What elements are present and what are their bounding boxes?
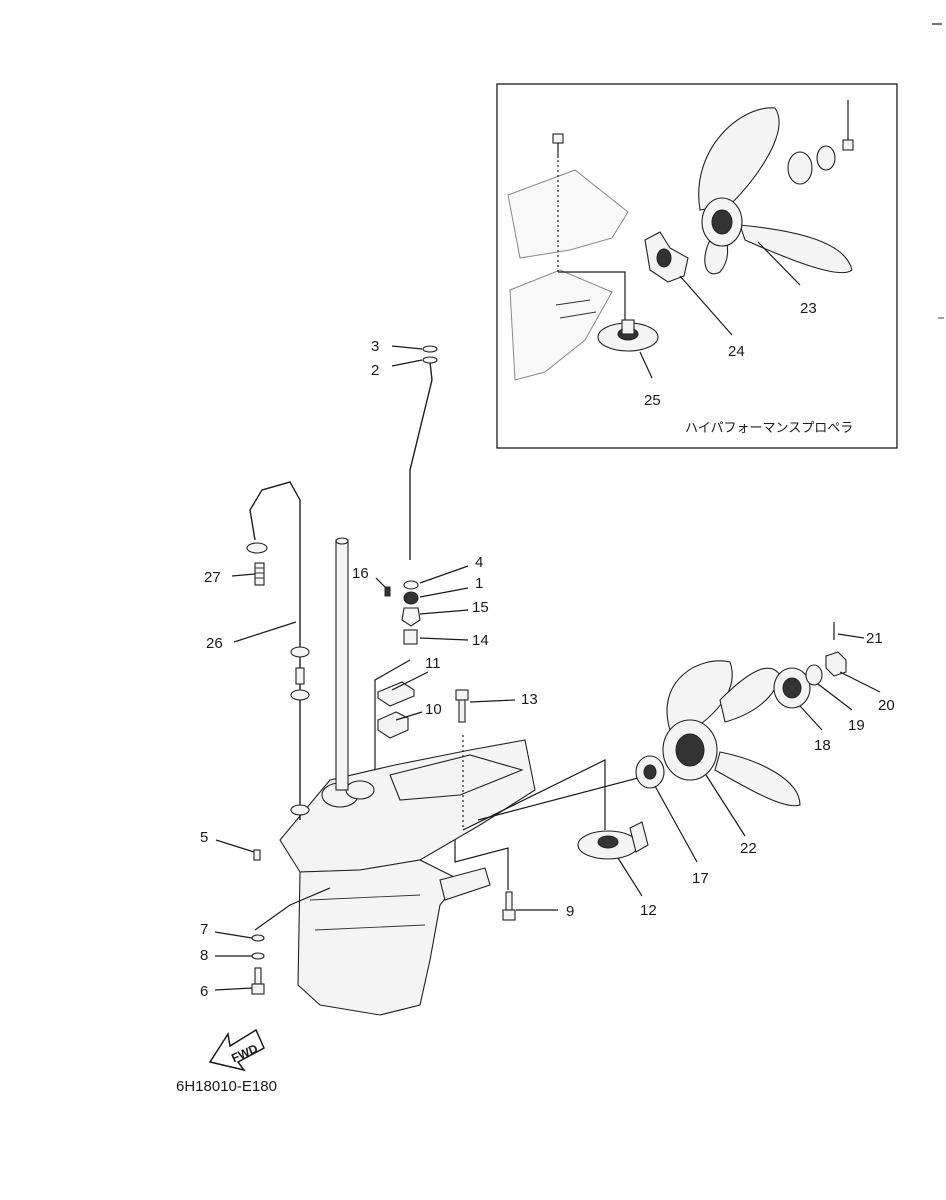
plate-11-icon	[376, 681, 416, 707]
inset-bolt-icon	[552, 133, 564, 158]
leader-lines	[214, 345, 881, 991]
label-9: 9	[566, 903, 574, 920]
grommet-27-icon	[254, 562, 265, 586]
shift-guide-path	[374, 659, 411, 770]
label-6: 6	[200, 983, 208, 1000]
label-16: 16	[352, 565, 369, 582]
label-18: 18	[814, 737, 831, 754]
inset-caption: ハイパフォーマンスプロペラ	[685, 421, 853, 436]
inset-nut-icon	[787, 100, 854, 185]
label-27: 27	[204, 569, 221, 586]
leader-25	[639, 351, 653, 379]
shift-parts-icon	[384, 580, 421, 645]
nut-20-icon	[825, 651, 847, 677]
shift-rod-icon	[409, 345, 438, 560]
label-25: 25	[644, 392, 661, 409]
bolt-13-icon	[455, 689, 469, 723]
label-22: 22	[740, 840, 757, 857]
inset-gearcase	[507, 169, 629, 381]
part-labels: 3 2 4 1 15 14 16 11 10 13 27 26 5 7 8 6 …	[200, 338, 895, 1000]
spacer-18-icon	[773, 667, 811, 709]
washer-7-icon	[251, 934, 265, 942]
bolt-9-icon	[502, 891, 516, 921]
bolt-9-guide	[454, 840, 509, 890]
washer-19-icon	[805, 664, 823, 686]
label-11: 11	[425, 655, 441, 672]
label-5: 5	[200, 829, 208, 846]
label-12: 12	[640, 902, 657, 919]
label-13: 13	[521, 691, 538, 708]
label-10: 10	[425, 701, 442, 718]
label-8: 8	[200, 947, 208, 964]
drive-shaft-icon	[335, 537, 349, 791]
label-21: 21	[866, 630, 883, 647]
label-14: 14	[472, 632, 489, 649]
pin-5-icon	[253, 849, 261, 861]
label-2: 2	[371, 362, 379, 379]
inset-guide-path	[558, 271, 626, 325]
lower-casing-icon	[279, 739, 536, 1016]
circlip-3-icon	[422, 345, 438, 353]
trim-tab-guide	[254, 887, 331, 931]
propeller-22-icon	[662, 660, 801, 807]
washer-17-icon	[635, 755, 665, 789]
bolt-6-icon	[251, 967, 265, 995]
inset-panel: 25 24 23 ハイパフォーマンスプロペラ	[496, 83, 898, 449]
thrust-bracket-icon	[644, 231, 689, 283]
label-23: 23	[800, 300, 817, 317]
label-24: 24	[728, 343, 745, 360]
washer-8-icon	[251, 952, 265, 960]
anode-12-icon	[577, 821, 649, 860]
label-1: 1	[475, 575, 483, 592]
prop-shaft-guide	[477, 777, 639, 821]
fwd-arrow-icon: FWD	[208, 1028, 265, 1072]
label-15: 15	[472, 599, 489, 616]
diagram-code: 6H18010-E180	[176, 1078, 277, 1095]
anode-plate-icon	[597, 319, 659, 352]
label-20: 20	[878, 697, 895, 714]
leader-24	[679, 275, 733, 336]
anode-guide-path	[462, 759, 606, 831]
leader-23	[757, 241, 801, 286]
label-26: 26	[206, 635, 223, 652]
inset-propeller-icon	[698, 107, 853, 275]
plate-10-icon	[377, 711, 409, 739]
label-17: 17	[692, 870, 709, 887]
label-3: 3	[371, 338, 379, 355]
label-4: 4	[475, 554, 483, 571]
label-7: 7	[200, 921, 208, 938]
water-tube-icon	[246, 481, 310, 820]
washer-2-icon	[422, 356, 438, 364]
label-19: 19	[848, 717, 865, 734]
